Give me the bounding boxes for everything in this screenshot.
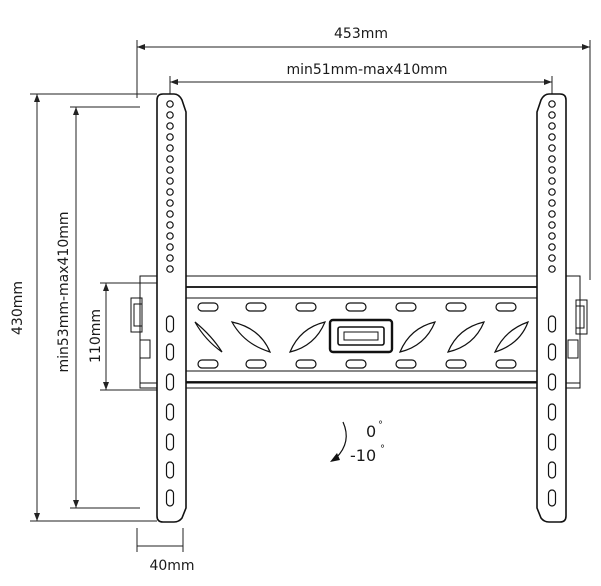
width-range-dimension: min51mm-max410mm [169,62,553,96]
tilt-top-angle: 0 [366,422,376,441]
bracket-hole [166,155,174,163]
bracket-hole [166,210,174,218]
bracket-slot [547,433,557,451]
left-side-clamp [130,297,151,359]
bracket-slot [165,343,175,361]
tilt-bottom-degree: ° [380,444,385,455]
bracket-slot [165,489,175,507]
bracket-hole [166,177,174,185]
right-side-clamp [567,299,588,359]
bracket-hole [548,177,556,185]
right-tv-bracket [536,93,567,523]
bracket-hole [166,133,174,141]
bracket-hole [548,111,556,119]
bracket-slot [165,315,175,333]
bracket-slot [165,461,175,479]
bracket-slot [547,343,557,361]
height-range-label: min53mm-max410mm [56,211,72,372]
bracket-hole [166,188,174,196]
bracket-slot [547,461,557,479]
height-range-dimension: min53mm-max410mm [56,106,140,509]
bracket-hole [166,243,174,251]
bracket-hole [548,100,556,108]
bracket-hole [548,254,556,262]
bracket-hole [166,265,174,273]
bracket-hole [166,122,174,130]
overall-height-label: 430mm [10,281,26,335]
bracket-hole [548,243,556,251]
bracket-hole [166,232,174,240]
rail-leaf-cutouts [194,321,529,353]
bracket-hole [166,166,174,174]
rail-bottom-slots [197,359,517,369]
bracket-slot [165,433,175,451]
bracket-slot [165,403,175,421]
bracket-hole [548,122,556,130]
overall-width-label: 453mm [334,26,388,42]
bracket-hole [548,232,556,240]
bracket-slot [547,489,557,507]
bracket-hole [548,133,556,141]
bracket-hole [548,144,556,152]
bracket-hole [548,166,556,174]
bracket-hole [548,265,556,273]
bracket-hole [166,221,174,229]
bracket-hole [548,221,556,229]
width-range-label: min51mm-max410mm [286,62,447,78]
bracket-hole [166,111,174,119]
bracket-slot [547,315,557,333]
rail-height-label: 110mm [88,309,104,363]
tilt-top-degree: ° [378,420,383,431]
bracket-hole [166,144,174,152]
bracket-hole [548,155,556,163]
rail-center-latch [328,318,394,354]
bracket-hole [166,100,174,108]
right-bracket-holes [547,100,557,507]
bracket-hole [166,199,174,207]
tilt-indicator: 0 ° -10 ° [330,420,385,465]
overall-width-dimension: 453mm [136,26,591,280]
depth-dimension: 40mm [136,528,195,574]
bracket-hole [548,210,556,218]
left-tv-bracket [156,93,187,523]
bracket-slot [547,403,557,421]
rail-top-slots [197,302,517,312]
bracket-hole [548,188,556,196]
bracket-slot [547,373,557,391]
bracket-hole [166,254,174,262]
tilt-bottom-angle: -10 [350,446,376,465]
wall-rail [130,275,588,389]
left-bracket-holes [165,100,175,507]
bracket-hole [548,199,556,207]
rail-height-dimension: 110mm [88,282,158,391]
overall-height-dimension: 430mm [10,93,157,522]
depth-label: 40mm [149,558,194,574]
bracket-slot [165,373,175,391]
